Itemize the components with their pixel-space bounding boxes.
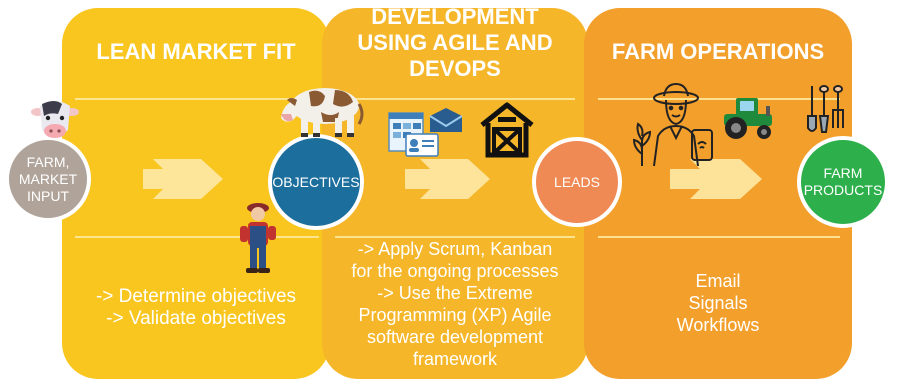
node-label-line: OBJECTIVES [272,173,360,190]
body-line: software development [366,327,544,347]
body-line: Email [695,271,741,291]
stage-title-development: DEVELOPMENT USING AGILE AND DEVOPS [322,4,588,82]
node-objectives: OBJECTIVES [268,134,364,230]
stage-title-line: USING AGILE AND [357,30,553,55]
forms-icon [388,112,439,157]
mail-icon [429,108,463,132]
stage-body-development: -> Apply Scrum, Kanban for the ongoing p… [316,238,594,370]
node-label-line: LEADS [554,173,600,190]
node-label-line: INPUT [27,187,69,204]
divider [598,98,840,100]
node-label-line: MARKET [18,170,78,187]
stage-title-lean-market-fit: LEAN MARKET FIT [96,39,296,64]
arrow-icon [143,159,223,199]
arrow-icon [670,159,762,199]
body-line: for the ongoing processes [351,261,559,281]
body-line: Signals [688,293,748,313]
stage-body-farm-operations: Email Signals Workflows [584,270,852,336]
tractor-icon [724,98,772,139]
body-line: Programming (XP) Agile [358,305,552,325]
divider [335,236,575,238]
body-line: -> Use the Extreme [377,283,533,303]
stage-title-line: DEVELOPMENT [371,4,539,29]
divider [75,236,319,238]
body-line: framework [412,349,497,369]
node-label-line: FARM, [26,153,70,170]
cow-icon [281,88,364,137]
body-line: -> Apply Scrum, Kanban [357,239,553,259]
node-farm-market-input: FARM, MARKET INPUT [5,136,91,222]
node-farm-products: FARM PRODUCTS [797,136,889,228]
body-line: -> Validate objectives [106,308,286,329]
node-label-line: FARM [823,165,863,181]
stage-title-farm-operations: FARM OPERATIONS [611,39,825,64]
farmer-icon [240,203,276,273]
farmer-with-tablet-icon [632,82,713,166]
stage-body-lean-market-fit: -> Determine objectives -> Validate obje… [62,286,330,330]
cow-head-icon [31,101,79,138]
divider [335,98,575,100]
node-leads: LEADS [532,137,622,227]
barn-icon [480,102,534,158]
arrow-icon [405,159,490,199]
farm-tools-icon [807,85,844,133]
divider [75,98,319,100]
divider [598,236,840,238]
stage-title-line: DEVOPS [409,56,501,81]
node-label-line: PRODUCTS [803,182,883,198]
body-line: Workflows [676,315,760,335]
body-line: -> Determine objectives [95,286,297,307]
